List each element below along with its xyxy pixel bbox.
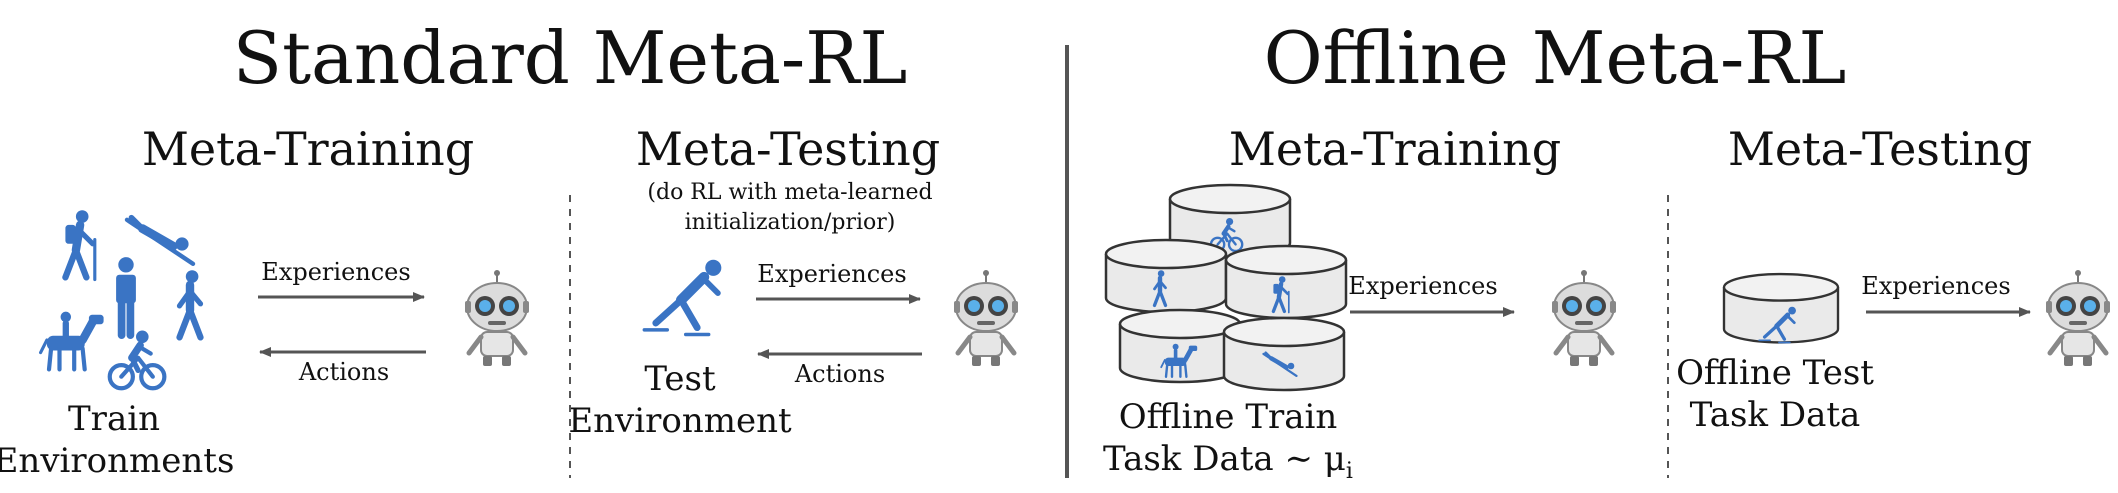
train-environments-icons [41, 210, 201, 388]
standard-meta-testing-heading: Meta-Testing [635, 122, 941, 176]
offline-meta-testing-heading: Meta-Testing [1727, 122, 2033, 176]
robot-icon [1552, 270, 1616, 366]
offline-train-experiences-label: Experiences [1348, 272, 1498, 300]
standard-meta-rl-title: Standard Meta-RL [232, 16, 908, 100]
standard-train-actions-label: Actions [298, 358, 390, 386]
meta-testing-note-line2: initialization/prior) [684, 210, 896, 235]
offline-train-data-label: Offline Train Task Data ∼ μi [1103, 397, 1353, 484]
robot-icon [954, 270, 1018, 366]
standard-test-actions-label: Actions [794, 360, 886, 388]
skater-icon [644, 260, 721, 335]
offline-test-data-label: Offline Test Task Data [1676, 353, 1874, 435]
standard-test-experiences-label: Experiences [757, 260, 907, 288]
meta-testing-note-line1: (do RL with meta-learned [647, 180, 933, 205]
hiker-icon [65, 210, 94, 279]
offline-train-datasets [1104, 183, 1348, 392]
horse-rider-icon [41, 312, 104, 370]
sled-icon [127, 218, 193, 264]
meta-testing-note: (do RL with meta-learned initialization/… [647, 178, 932, 238]
standard-train-experiences-label: Experiences [261, 258, 411, 286]
offline-meta-training-heading: Meta-Training [1228, 122, 1562, 176]
dataset-cylinder [1222, 316, 1346, 392]
test-environment-label: Test Environment [568, 359, 792, 441]
cyclist-icon [110, 331, 165, 389]
dataset-cylinder [1224, 244, 1348, 320]
walker-icon [180, 270, 201, 337]
train-environments-label: Train Environments [0, 399, 235, 481]
robot-icon [465, 270, 529, 366]
dataset-cylinder [1104, 238, 1228, 314]
offline-meta-rl-title: Offline Meta-RL [1263, 16, 1847, 100]
offline-test-experiences-label: Experiences [1861, 272, 2011, 300]
person-icon [116, 257, 136, 335]
robot-icon [2046, 270, 2110, 366]
standard-meta-training-heading: Meta-Training [141, 122, 475, 176]
